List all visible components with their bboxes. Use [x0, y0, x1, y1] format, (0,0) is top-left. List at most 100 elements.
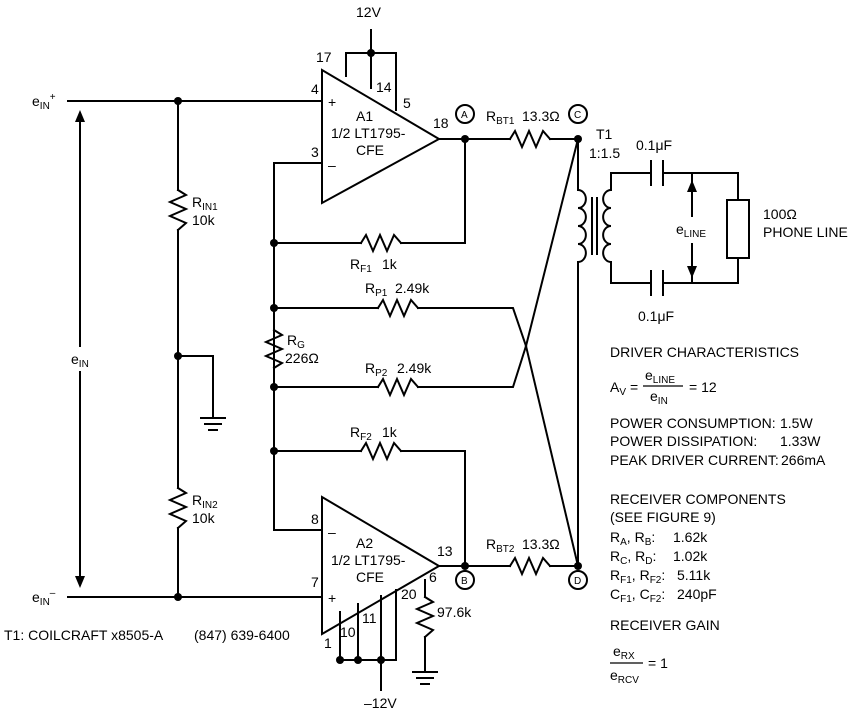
- rbt2-label: RBT2: [486, 536, 515, 555]
- peak-current-label: PEAK DRIVER CURRENT:: [610, 452, 779, 468]
- phone-line-load: [726, 199, 750, 259]
- receiver-subtitle: (SEE FIGURE 9): [610, 509, 716, 525]
- rf1-value: 1k: [382, 256, 398, 272]
- ground-symbol-a2: [412, 671, 438, 685]
- supply-negative-label: –12V: [364, 695, 397, 711]
- rp2-value: 2.49k: [397, 360, 432, 376]
- av-label: AV=: [610, 379, 638, 398]
- a2-name: A2: [356, 535, 373, 551]
- cap-top-value: 0.1μF: [636, 137, 672, 153]
- footer-phone: (847) 639-6400: [194, 627, 290, 643]
- gain-numerator: eRX: [613, 643, 635, 662]
- power-consumption-value: 1.5W: [780, 415, 813, 431]
- ein-plus-label: eIN+: [32, 92, 56, 112]
- rf2-label: RF2: [350, 424, 372, 443]
- power-dissipation-value: 1.33W: [780, 433, 821, 449]
- a1-pin-14: 14: [376, 79, 392, 95]
- rg-label: RG: [287, 332, 305, 351]
- rf2-value: 1k: [382, 424, 398, 440]
- capacitor-top: [650, 160, 664, 186]
- gain-result: = 1: [648, 655, 668, 671]
- resistor-rf1: [359, 232, 403, 254]
- receiver-title: RECEIVER COMPONENTS: [610, 491, 786, 507]
- arrowheads: [75, 110, 697, 588]
- a2-minus-sign: –: [328, 524, 336, 540]
- footer-transformer-note: T1: COILCRAFT x8505-A: [4, 627, 164, 643]
- ground-symbol-input: [200, 417, 226, 431]
- a2-part-line1: 1/2 LT1795-: [331, 552, 406, 568]
- transformer-t1: [576, 188, 613, 264]
- eline-label: eLINE: [676, 221, 706, 240]
- op-amp-a1: [321, 68, 442, 205]
- cap-bottom-value: 0.1μF: [638, 308, 674, 324]
- a1-minus-sign: –: [328, 157, 336, 173]
- rp2-label: RP2: [365, 360, 388, 379]
- rin1-value: 10k: [192, 212, 216, 228]
- node-b-label: B: [461, 576, 468, 587]
- transformer-ratio: 1:1.5: [589, 145, 620, 161]
- junction-dots: [174, 49, 582, 664]
- rp1-label: RP1: [365, 280, 388, 299]
- a2-pin-7: 7: [311, 574, 319, 590]
- load-value: 100Ω: [763, 206, 797, 222]
- supply-positive-label: 12V: [356, 4, 382, 20]
- rf-pair-row: RF1, RF2:5.11k: [610, 567, 711, 586]
- a1-plus-sign: +: [328, 94, 336, 110]
- gain-denominator: eRCV: [610, 667, 639, 686]
- rc-rd-row: RC, RD:1.02k: [610, 548, 708, 567]
- ra-rb-row: RA, RB:1.62k: [610, 529, 708, 548]
- peak-current-value: 266mA: [781, 452, 826, 468]
- a1-part-line2: CFE: [356, 142, 384, 158]
- a2-pin-11: 11: [362, 610, 377, 626]
- cf-pair-row: CF1, CF2:240pF: [610, 586, 717, 605]
- av-denominator: eIN: [650, 388, 668, 407]
- capacitor-bottom: [650, 270, 664, 296]
- a1-pin-4: 4: [311, 81, 319, 97]
- rbt1-label: RBT1: [486, 108, 515, 127]
- a2-pin-6: 6: [429, 569, 437, 585]
- a1-pin-17: 17: [316, 49, 332, 65]
- rg-value: 226Ω: [285, 350, 319, 366]
- r6-value: 97.6k: [437, 604, 472, 620]
- a1-name: A1: [356, 108, 373, 124]
- resistor-rin1: [167, 188, 189, 232]
- power-dissipation-label: POWER DISSIPATION:: [610, 433, 757, 449]
- resistor-97k6: [414, 595, 436, 639]
- node-markers: [455, 104, 588, 590]
- node-a-label: A: [461, 110, 468, 121]
- resistor-rbt2: [508, 555, 552, 577]
- a2-pin-8: 8: [311, 511, 319, 527]
- rin2-label: RIN2: [192, 492, 218, 511]
- resistor-rp2: [376, 376, 420, 398]
- rin1-label: RIN1: [192, 194, 218, 213]
- node-c-label: C: [574, 110, 581, 121]
- rp1-value: 2.49k: [395, 280, 430, 296]
- a2-pin-1: 1: [324, 635, 332, 651]
- driver-title: DRIVER CHARACTERISTICS: [610, 344, 799, 360]
- ein-minus-label: eIN–: [32, 588, 56, 608]
- a1-pin-3: 3: [311, 144, 319, 160]
- resistor-rg: [263, 328, 285, 370]
- a2-pin-13: 13: [437, 543, 453, 559]
- resistor-rbt1: [508, 128, 552, 150]
- wires: [67, 29, 739, 691]
- resistor-rp1: [376, 297, 420, 319]
- av-numerator: eLINE: [645, 367, 675, 386]
- a2-pin-20: 20: [401, 586, 417, 602]
- load-name: PHONE LINE: [763, 224, 848, 240]
- ein-label: eIN: [71, 351, 89, 370]
- rbt2-value: 13.3Ω: [522, 536, 560, 552]
- a2-plus-sign: +: [328, 590, 336, 606]
- power-consumption-label: POWER CONSUMPTION:: [610, 415, 776, 431]
- a1-pin-18: 18: [433, 115, 449, 131]
- a2-pin-10: 10: [340, 624, 356, 640]
- a1-part-line1: 1/2 LT1795-: [331, 125, 406, 141]
- resistors: [167, 128, 552, 639]
- resistor-rf2: [359, 440, 403, 462]
- rf1-label: RF1: [350, 256, 372, 275]
- transformer-name: T1: [596, 126, 613, 142]
- node-d-label: D: [574, 576, 581, 587]
- resistor-rin2: [167, 486, 189, 530]
- op-amp-a2: [321, 495, 441, 636]
